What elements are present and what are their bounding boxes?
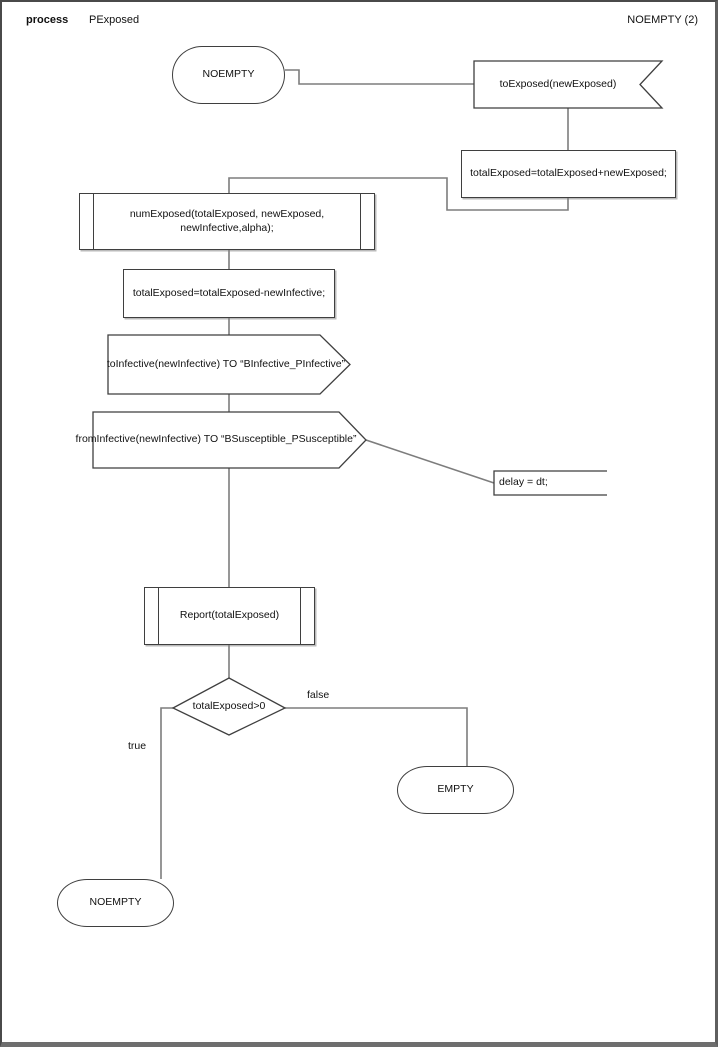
procedure-numexposed[interactable]: numExposed(totalExposed, newExposed, new… <box>79 193 375 250</box>
state-empty[interactable]: EMPTY <box>397 766 514 814</box>
decision-diamond[interactable] <box>171 677 287 736</box>
delay-box-fill <box>494 471 607 495</box>
procedure-numexposed-line1: numExposed(totalExposed, newExposed, <box>129 208 325 221</box>
procedure-left-bar <box>158 588 160 644</box>
output-signal-toinfective[interactable] <box>107 334 351 395</box>
task-subtract-infective[interactable]: totalExposed=totalExposed-newInfective; <box>123 269 335 318</box>
input-toexposed-label: toExposed(newExposed) <box>499 77 617 90</box>
false-branch-label: false <box>307 689 330 701</box>
true-branch-label: true <box>128 740 147 752</box>
output-toinfective-label: toInfective(newInfective) TO “BInfective… <box>106 357 346 370</box>
input-signal-toexposed[interactable] <box>473 60 664 109</box>
state-noempty-top[interactable]: NOEMPTY <box>172 46 285 104</box>
state-page-label: NOEMPTY (2) <box>627 14 698 26</box>
procedure-report-label: Report(totalExposed) <box>179 609 280 622</box>
connector-false-branch <box>285 707 468 766</box>
connector-state-to-input <box>285 69 474 85</box>
procedure-numexposed-line2: newInfective,alpha); <box>180 221 274 234</box>
connector-task-add-to-proc <box>228 177 569 211</box>
procedure-left-bar <box>93 194 95 249</box>
state-noempty-bottom[interactable]: NOEMPTY <box>57 879 174 927</box>
procedure-right-bar <box>359 194 361 249</box>
task-add-exposed[interactable]: totalExposed=totalExposed+newExposed; <box>461 150 676 198</box>
diagram-kind-label: process <box>26 14 69 26</box>
task-subtract-infective-label: totalExposed=totalExposed-newInfective; <box>132 286 326 299</box>
process-name: PExposed <box>89 14 140 26</box>
procedure-right-bar <box>299 588 301 644</box>
state-noempty-bottom-label: NOEMPTY <box>89 896 142 909</box>
task-add-exposed-label: totalExposed=totalExposed+newExposed; <box>470 167 667 180</box>
connector-output2-to-delay <box>365 439 495 484</box>
connectors <box>160 69 569 879</box>
delay-box[interactable] <box>493 470 607 496</box>
state-noempty-top-label: NOEMPTY <box>202 68 255 81</box>
connector-true-branch <box>160 707 173 879</box>
procedure-report[interactable]: Report(totalExposed) <box>144 587 315 645</box>
output-frominfective-label: fromInfective(newInfective) TO “BSuscept… <box>75 433 357 446</box>
state-empty-label: EMPTY <box>437 783 474 796</box>
output-signal-frominfective[interactable] <box>92 411 367 469</box>
decision-label: totalExposed>0 <box>192 700 266 713</box>
delay-box-label: delay = dt; <box>499 476 548 489</box>
